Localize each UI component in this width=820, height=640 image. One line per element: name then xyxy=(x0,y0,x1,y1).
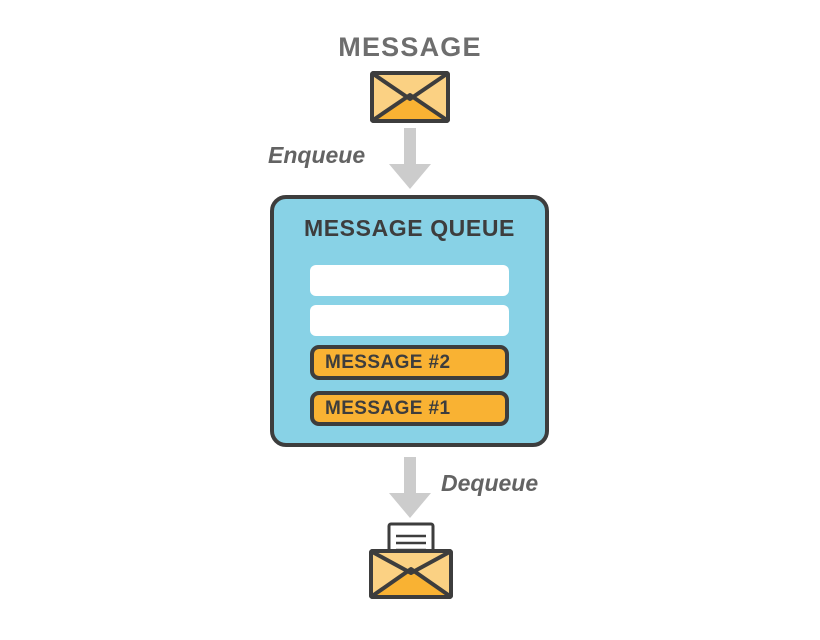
queue-slot-label: MESSAGE #2 xyxy=(325,352,451,373)
queue-title: MESSAGE QUEUE xyxy=(303,215,515,241)
queue-slot-list: MESSAGE #2 MESSAGE #1 xyxy=(310,265,509,437)
open-envelope-with-letter-icon xyxy=(368,522,454,600)
queue-slot-label: MESSAGE #1 xyxy=(325,398,451,419)
queue-slot-message[interactable]: MESSAGE #2 xyxy=(310,345,509,380)
arrow-down-icon-enqueue xyxy=(387,128,433,190)
closed-envelope-icon xyxy=(370,71,450,123)
enqueue-label: Enqueue xyxy=(268,142,366,168)
queue-slot-empty[interactable] xyxy=(310,305,509,336)
arrow-down-icon-dequeue xyxy=(387,457,433,519)
queue-slot-empty[interactable] xyxy=(310,265,509,296)
queue-slot-message[interactable]: MESSAGE #1 xyxy=(310,391,509,426)
dequeue-label: Dequeue xyxy=(441,470,539,496)
page-title: MESSAGE xyxy=(338,32,482,62)
message-queue-box: MESSAGE QUEUE MESSAGE #2 MESSAGE #1 xyxy=(270,195,549,447)
